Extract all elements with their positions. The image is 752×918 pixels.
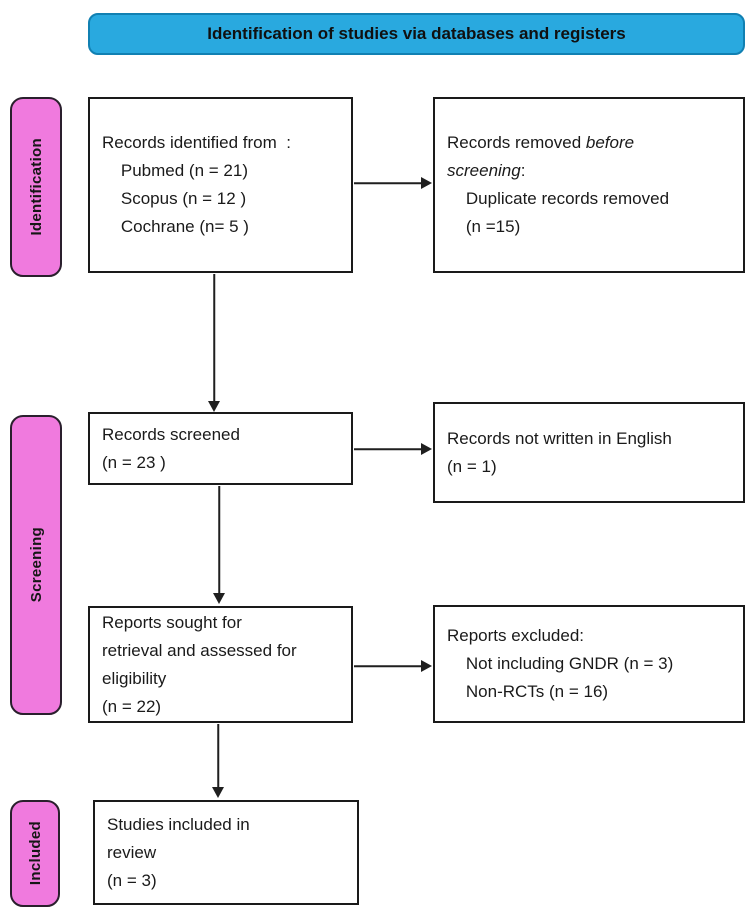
- arrow-line: [354, 665, 422, 667]
- stage-label-identification: Identification: [10, 97, 62, 277]
- box-text-line: (n = 23 ): [102, 452, 166, 472]
- arrow-head-right-icon: [421, 177, 432, 189]
- arrow-head-right-icon: [421, 660, 432, 672]
- box-text-line: Studies included in: [107, 814, 250, 834]
- stage-label-text: Identification: [27, 138, 45, 236]
- arrow-line: [354, 448, 422, 450]
- box-text-line: (n = 22): [102, 696, 162, 716]
- box-reports-excluded: Reports excluded: Not including GNDR (n …: [433, 605, 745, 723]
- box-text-line: Records removed before: [447, 133, 635, 152]
- stage-label-screening: Screening: [10, 415, 62, 715]
- stage-label-text: Screening: [27, 527, 45, 603]
- box-text-line: Non-RCTs (n = 16): [447, 682, 609, 701]
- box-text-line: review: [107, 842, 157, 862]
- arrow-line: [217, 724, 219, 788]
- box-text-line: (n =15): [447, 217, 521, 236]
- box-text-line: (n = 3): [107, 870, 157, 890]
- box-text-line: Scopus (n = 12 ): [102, 189, 247, 208]
- box-text-line: Duplicate records removed: [447, 189, 670, 208]
- diagram-title-banner: Identification of studies via databases …: [88, 13, 745, 55]
- diagram-title: Identification of studies via databases …: [207, 24, 626, 43]
- arrow-identified-to-screened: [208, 274, 220, 412]
- box-text-line: Records not written in English: [447, 428, 672, 448]
- arrow-screened-to-not-english: [354, 443, 432, 455]
- arrow-line: [218, 486, 220, 594]
- box-records-identified: Records identified from : Pubmed (n = 21…: [88, 97, 353, 273]
- arrow-head-down-icon: [208, 401, 220, 412]
- box-records-removed-before-screening: Records removed before screening: Duplica…: [433, 97, 745, 273]
- arrow-line: [213, 274, 215, 402]
- arrow-line: [354, 182, 422, 184]
- stage-label-text: Included: [26, 821, 44, 886]
- box-text-line: Reports excluded:: [447, 626, 585, 645]
- arrow-identified-to-removed: [354, 177, 432, 189]
- box-text-line: retrieval and assessed for: [102, 640, 297, 660]
- box-text-line: Cochrane (n= 5 ): [102, 217, 249, 236]
- arrow-head-down-icon: [213, 593, 225, 604]
- box-records-not-written-in-english: Records not written in English (n = 1): [433, 402, 745, 503]
- arrow-sought-to-included: [212, 724, 224, 798]
- box-text-line: Reports sought for: [102, 612, 242, 632]
- box-text-line: (n = 1): [447, 456, 497, 476]
- arrow-head-right-icon: [421, 443, 432, 455]
- arrow-sought-to-excluded: [354, 660, 432, 672]
- box-text-line: Pubmed (n = 21): [102, 161, 248, 180]
- box-text-line: Not including GNDR (n = 3): [447, 654, 674, 673]
- box-text-line: Records identified from :: [102, 133, 291, 152]
- box-text-line: Records screened: [102, 424, 240, 444]
- stage-label-included: Included: [10, 800, 60, 907]
- box-text-line: screening:: [447, 161, 526, 180]
- box-studies-included-in-review: Studies included in review (n = 3): [93, 800, 359, 905]
- arrow-head-down-icon: [212, 787, 224, 798]
- box-reports-sought-for-retrieval: Reports sought for retrieval and assessed…: [88, 606, 353, 723]
- box-text-line: eligibility: [102, 668, 167, 688]
- arrow-screened-to-sought: [213, 486, 225, 604]
- box-records-screened: Records screened (n = 23 ): [88, 412, 353, 485]
